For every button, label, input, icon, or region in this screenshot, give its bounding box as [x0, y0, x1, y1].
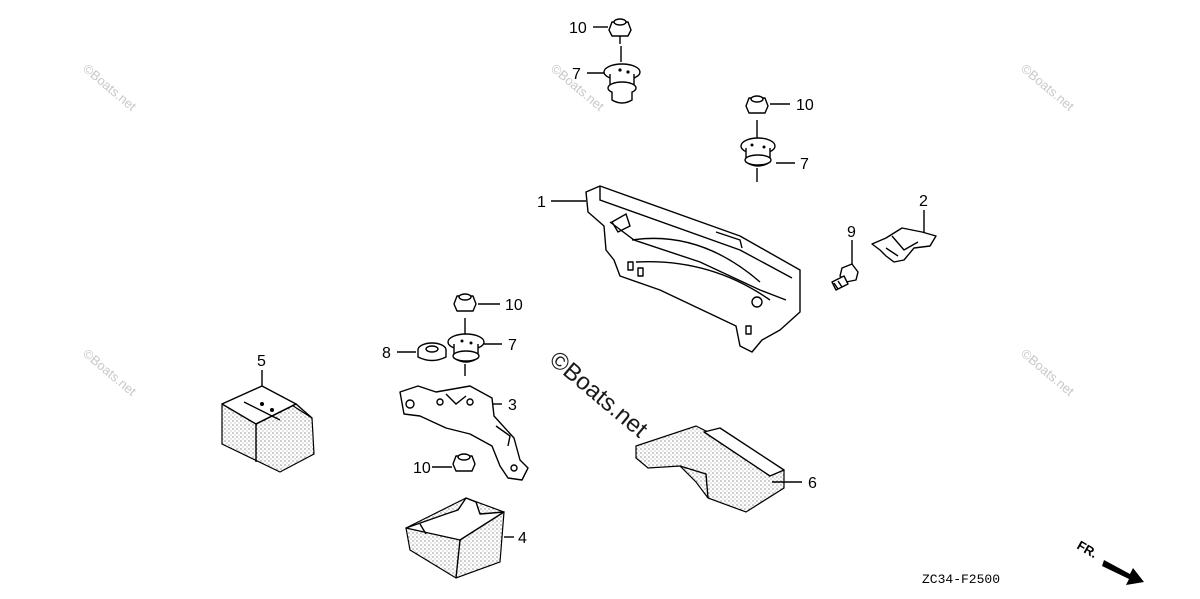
watermark: ©Boats.net [1018, 61, 1077, 114]
callouts: 10 7 10 7 1 2 9 10 7 8 5 3 10 4 6 [257, 20, 928, 547]
callout-7: 7 [508, 337, 517, 354]
nut-part-10-top [608, 18, 632, 44]
leader-lines [261, 26, 925, 538]
cover-part-1 [585, 185, 801, 353]
direction-label: FR. [1075, 538, 1101, 561]
watermarks: ©Boats.net ©Boats.net ©Boats.net ©Boats.… [80, 61, 1077, 444]
callout-5: 5 [257, 353, 266, 370]
bolt-part-9 [831, 263, 859, 291]
callout-3: 3 [508, 397, 517, 414]
nut-part-10-lower [452, 453, 476, 472]
foam-part-5 [221, 385, 315, 473]
washer-part-8 [417, 342, 447, 362]
callout-1: 1 [537, 194, 546, 211]
callout-7: 7 [572, 66, 581, 83]
callout-8: 8 [382, 345, 391, 362]
nut-part-10-right [745, 95, 769, 114]
callout-10: 10 [796, 97, 814, 114]
foam-part-4 [405, 497, 505, 579]
clip-part-2 [871, 227, 937, 263]
nut-part-10-middle [453, 293, 477, 312]
callout-7: 7 [800, 156, 809, 173]
mount-part-7-top [603, 46, 641, 104]
callout-9: 9 [847, 224, 856, 241]
watermark: ©Boats.net [1018, 346, 1077, 399]
drawing-code: ZC34-F2500 [922, 572, 1000, 587]
center-watermark: ©Boats.net [544, 346, 653, 443]
callout-10: 10 [569, 20, 587, 37]
callout-6: 6 [808, 475, 817, 492]
pad-part-6 [635, 425, 785, 513]
bracket-part-3 [399, 385, 529, 481]
direction-indicator: FR. [1075, 538, 1144, 585]
callout-2: 2 [919, 193, 928, 210]
mount-part-7-right [740, 120, 776, 182]
callout-10: 10 [505, 297, 523, 314]
callout-10: 10 [413, 460, 431, 477]
watermark: ©Boats.net [80, 61, 139, 114]
mount-part-7-middle [447, 318, 485, 376]
callout-4: 4 [518, 530, 527, 547]
watermark: ©Boats.net [80, 346, 139, 399]
arrow-icon [1102, 560, 1144, 585]
